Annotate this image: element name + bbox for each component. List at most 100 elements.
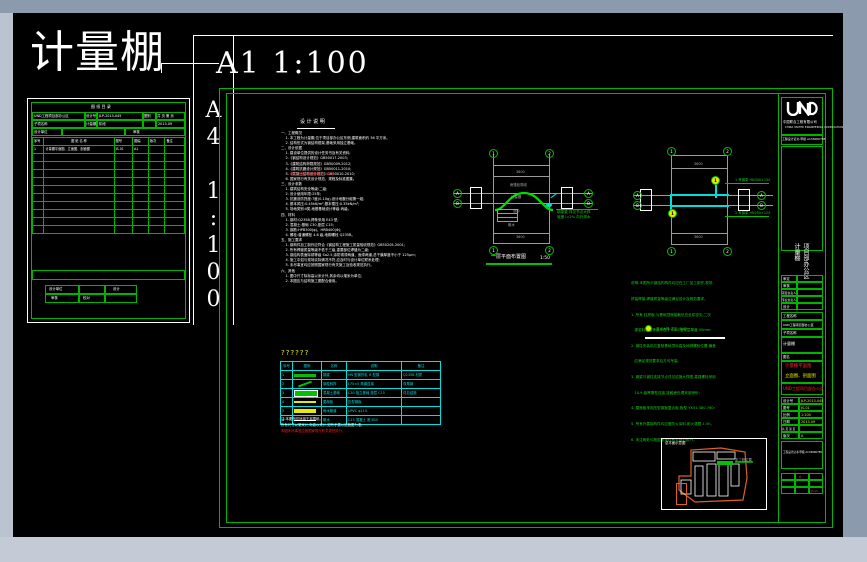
sig-row-4-value[interactable] xyxy=(797,296,823,303)
legend-row[interactable]: 5 雨水管道 UPVC φ110 xyxy=(280,406,441,416)
drawing-name-extra-cell xyxy=(781,383,823,395)
title-leader-line xyxy=(161,63,219,64)
sig-row-3-value[interactable] xyxy=(797,289,823,296)
cert-cell xyxy=(781,135,823,145)
meta-drawing-no-label: 图号 xyxy=(783,406,790,410)
table-row[interactable] xyxy=(31,193,185,202)
td-name xyxy=(43,185,115,194)
plan-left-label-step: 台阶 xyxy=(513,209,520,213)
green-note-line: 3. 钢梁与钢柱连接节点详见结施大样图,高强螺栓采用 xyxy=(631,375,716,380)
legend-row[interactable]: 2 钢柱斜撑 L75×5 角钢连接 双角钢 xyxy=(280,379,441,389)
table-row[interactable] xyxy=(31,153,185,162)
th-no: 图号 xyxy=(113,137,134,146)
sheet-outer-border xyxy=(219,88,833,528)
drawing-name-value-cell xyxy=(781,361,823,383)
model-space-canvas[interactable]: 计量棚 A1 1:100 A4 1:100 图 纸 目 录 UND工程项目部办公… xyxy=(13,13,843,537)
drawing-name-value2: 立面图、剖面图 xyxy=(785,374,816,379)
legend-symbol-line-yellow xyxy=(292,406,322,416)
sig-row-2-label-text: 审核 xyxy=(783,284,790,288)
sig-row-5-value[interactable] xyxy=(797,303,823,310)
table-row[interactable] xyxy=(31,185,185,194)
td-seq xyxy=(31,161,45,170)
th-name: 图 纸 名 称 xyxy=(43,137,115,146)
td-seq xyxy=(31,153,45,162)
legend-table[interactable]: 序号 图例 名称 说明 备注 1 钢梁 HN 型钢热轧 H 型钢 Q235B 材… xyxy=(280,361,441,425)
legend-name: 混凝土基础 xyxy=(321,388,347,398)
legend-desc: HN 型钢热轧 H 型钢 xyxy=(346,370,402,380)
legend-seq: 5 xyxy=(280,406,293,416)
td-rev xyxy=(147,193,166,202)
td-no xyxy=(113,193,134,202)
plan-left-title-underline xyxy=(486,263,552,265)
green-note-line: 5. 所有外露钢构件均应做防火涂料,耐火极限 1.5h。 xyxy=(631,421,715,426)
table-row[interactable] xyxy=(31,169,185,178)
table-row[interactable] xyxy=(31,225,185,234)
td-size xyxy=(132,209,149,218)
seal-text: 工程设计证书 甲级 A133000785 xyxy=(783,451,823,454)
schedule-footer-a xyxy=(45,285,79,294)
legend-row[interactable]: 6 散水 C15 混凝土 宽 800 xyxy=(280,415,441,425)
plan-left-bubble-top-2: 2 xyxy=(545,149,554,158)
plan-left-roof-profile xyxy=(494,191,554,212)
table-row[interactable] xyxy=(31,217,185,226)
table-row[interactable]: 1 计量棚平面图、立面图、剖面图 JS-01 A1 xyxy=(31,145,185,154)
td-name xyxy=(43,217,115,226)
plan-right-beam-top xyxy=(671,194,729,196)
table-row[interactable] xyxy=(31,209,185,218)
table-row[interactable] xyxy=(31,177,185,186)
td-no xyxy=(113,153,134,162)
td-seq xyxy=(31,209,45,218)
td-no xyxy=(113,209,134,218)
plan-left-stair-v2 xyxy=(517,209,518,222)
legend-row[interactable]: 1 钢梁 HN 型钢热轧 H 型钢 Q235B 材质 xyxy=(280,370,441,380)
sig-row-2-value[interactable] xyxy=(797,282,823,289)
plan-right-dim-top-text: 3600 xyxy=(694,162,703,166)
rev-grid-r1c2-text: A xyxy=(799,475,802,479)
meta-cell-sheet-label xyxy=(781,425,799,432)
schedule-footer-frame xyxy=(32,270,185,280)
meta-design-no-label: 设计号 xyxy=(783,399,794,403)
td-size xyxy=(132,193,149,202)
plan-right-beam-vert-right xyxy=(715,178,717,198)
plan-left-label-shed: 计量棚 xyxy=(511,195,522,199)
plan-left-bubble-top-1: 1 xyxy=(489,149,498,158)
legend-desc: C30 独立基础 垫层 C15 xyxy=(346,388,402,398)
meta-cell-design-no-label xyxy=(781,397,799,404)
schedule-inner-frame xyxy=(31,102,186,319)
td-seq xyxy=(31,193,45,202)
table-row[interactable] xyxy=(31,201,185,210)
plan-right-detail-box-left xyxy=(640,189,652,211)
schedule-head-c3 xyxy=(97,112,143,120)
sig-row-3-label-text: 项目负责人 xyxy=(782,291,796,295)
legend-symbol-block-green xyxy=(292,388,322,398)
plan-right-callout-rule-1 xyxy=(725,183,769,184)
td-name xyxy=(43,177,115,186)
td-name xyxy=(43,193,115,202)
legend-seq: 2 xyxy=(280,379,293,389)
plan-right-detail-box-right xyxy=(738,189,750,211)
plan-right-callout-rule-2 xyxy=(725,216,769,217)
plan-left-stair-1 xyxy=(497,209,517,210)
schedule-sub-c5-text: 2013.09 xyxy=(158,122,173,126)
legend-row[interactable]: 3 混凝土基础 C30 独立基础 垫层 C15 详见结施 xyxy=(280,388,441,398)
table-row[interactable] xyxy=(31,161,185,170)
legend-row[interactable]: 4 屋面板 压型钢板 xyxy=(280,397,441,407)
legend-footnote-3: 本图未尽事宜应按国家现行有关规范执行。 xyxy=(281,429,346,433)
schedule-head-c5-text: 共 页 第 页 xyxy=(157,114,174,118)
td-name xyxy=(43,225,115,234)
legend-remark xyxy=(401,406,441,416)
meta-cell-drawing-no-label xyxy=(781,404,799,411)
sig-row-1-value[interactable] xyxy=(797,275,823,282)
key-plan-label: 总平面示意图 xyxy=(665,441,686,445)
plan-left-label-canopy: 雨篷轮廓线 xyxy=(510,183,527,187)
schedule-head-c1 xyxy=(32,112,85,120)
legend-th-name: 名称 xyxy=(321,361,347,371)
schedule-table[interactable]: 序号 图 纸 名 称 图号 图幅 版次 备注 1 计量棚平面图、立面图、剖面图 … xyxy=(31,137,185,234)
legend-th-remark: 备注 xyxy=(401,361,441,371)
green-note-line: 6. 未注明处均按国家现行有关规范执行。 xyxy=(631,437,697,442)
plan-right-bubble-right-b: B xyxy=(757,201,766,210)
plan-left-dim-bottom xyxy=(493,233,549,234)
plan-right-dim-top xyxy=(671,168,727,169)
td-remark xyxy=(164,225,185,234)
meta-design-no-value: JLP-2013-045 xyxy=(801,399,824,403)
